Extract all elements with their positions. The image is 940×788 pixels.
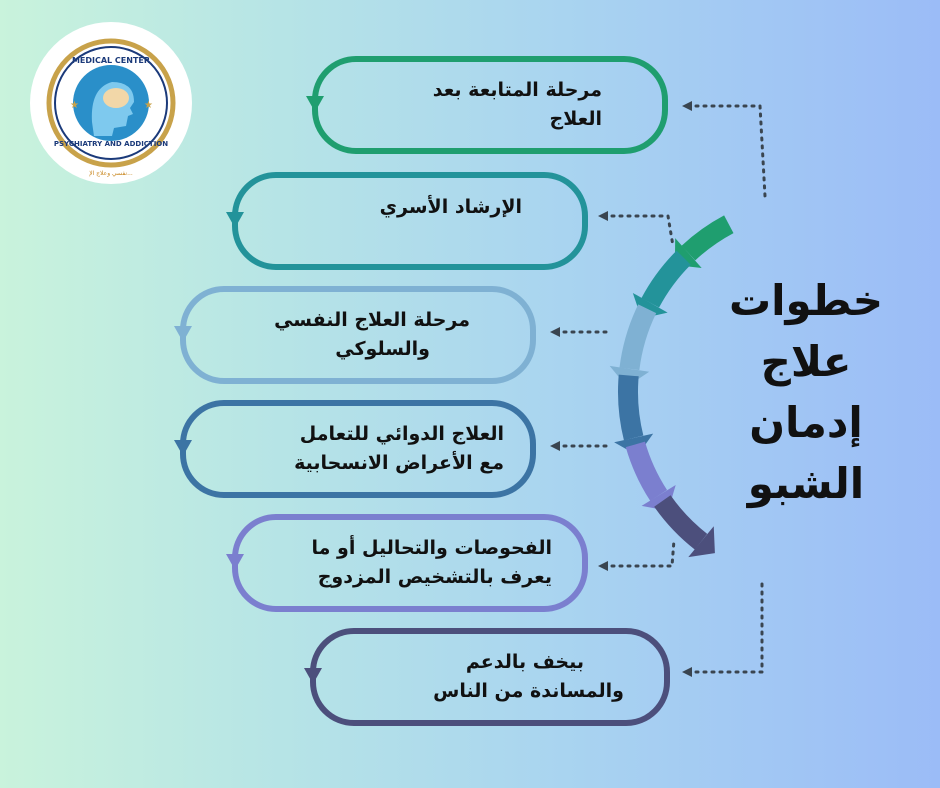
arc-arrowhead (688, 526, 715, 558)
step-line-1: العلاج الدوائي للتعامل (299, 423, 504, 445)
connector-arrow (550, 327, 560, 337)
main-title: خطوات علاج إدمان الشبو (712, 270, 900, 514)
dotted-connectors (550, 101, 767, 677)
dotted-connector (602, 214, 675, 248)
arc-segment (618, 374, 644, 441)
step-medication-withdrawal: العلاج الدوائي للتعامل مع الأعراض الانسح… (180, 400, 536, 498)
connector-arrow (682, 101, 692, 111)
dotted-connector (602, 538, 676, 568)
title-line-1: خطوات (728, 276, 884, 325)
step-followup-after-treatment: مرحلة المتابعة بعد العلاج (312, 56, 668, 154)
arc-segment (681, 215, 734, 261)
step-line-2: والسلوكي (335, 338, 430, 360)
step-line-1: بيخف بالدعم (465, 651, 584, 673)
step-line-2: مع الأعراض الانسحابية (294, 452, 504, 474)
step-label: العلاج الدوائي للتعامل مع الأعراض الانسح… (186, 420, 530, 478)
step-line-2: يعرف بالتشخيص المزدوج (317, 566, 552, 588)
logo-arabic-text: ...نفسي وعلاج الإ (89, 170, 133, 177)
arc-arrowhead (614, 433, 654, 456)
arc-segment (619, 304, 657, 371)
step-line-2: العلاج (549, 108, 603, 130)
step-label: مرحلة المتابعة بعد العلاج (318, 76, 662, 134)
step-line-1: الفحوصات والتحاليل أو ما (311, 537, 552, 559)
step-psychological-behavioral-therapy: مرحلة العلاج النفسي والسلوكي (180, 286, 536, 384)
logo-top-text: MEDICAL CENTER (71, 56, 151, 65)
logo: ★ ★ MEDICAL CENTER PSYCHIATRY AND ADDICT… (30, 22, 192, 184)
step-line-1: الإرشاد الأسري (379, 195, 522, 218)
title-line-2: علاج (760, 337, 852, 386)
arc-segment (625, 441, 668, 501)
title-line-3: إدمان (749, 398, 863, 447)
step-line-1: مرحلة العلاج النفسي (274, 309, 470, 331)
step-social-support: بيخف بالدعم والمساندة من الناس (310, 628, 670, 726)
step-label: الإرشاد الأسري (238, 193, 582, 222)
logo-bottom-text: PSYCHIATRY AND ADDICTION (53, 140, 169, 148)
cycle-arc (609, 215, 734, 558)
step-tests-dual-diagnosis: الفحوصات والتحاليل أو ما يعرف بالتشخيص ا… (232, 514, 588, 612)
connector-arrow (598, 211, 608, 221)
step-label: مرحلة العلاج النفسي والسلوكي (186, 306, 530, 364)
arc-segment (654, 495, 708, 550)
step-label: بيخف بالدعم والمساندة من الناس (316, 648, 664, 706)
svg-text:★: ★ (70, 100, 79, 111)
step-label: الفحوصات والتحاليل أو ما يعرف بالتشخيص ا… (238, 534, 582, 592)
dotted-connector (686, 104, 767, 198)
svg-text:★: ★ (144, 100, 153, 111)
connector-arrow (550, 441, 560, 451)
connector-arrow (682, 667, 692, 677)
step-line-2: والمساندة من الناس (433, 680, 624, 702)
title-line-4: الشبو (747, 459, 865, 508)
connector-arrow (598, 561, 608, 571)
dotted-connector (686, 582, 764, 674)
step-line-1: مرحلة المتابعة بعد (432, 79, 602, 101)
arc-segment (641, 250, 691, 308)
step-family-counseling: الإرشاد الأسري (232, 172, 588, 270)
logo-emblem: ★ ★ (35, 27, 187, 179)
